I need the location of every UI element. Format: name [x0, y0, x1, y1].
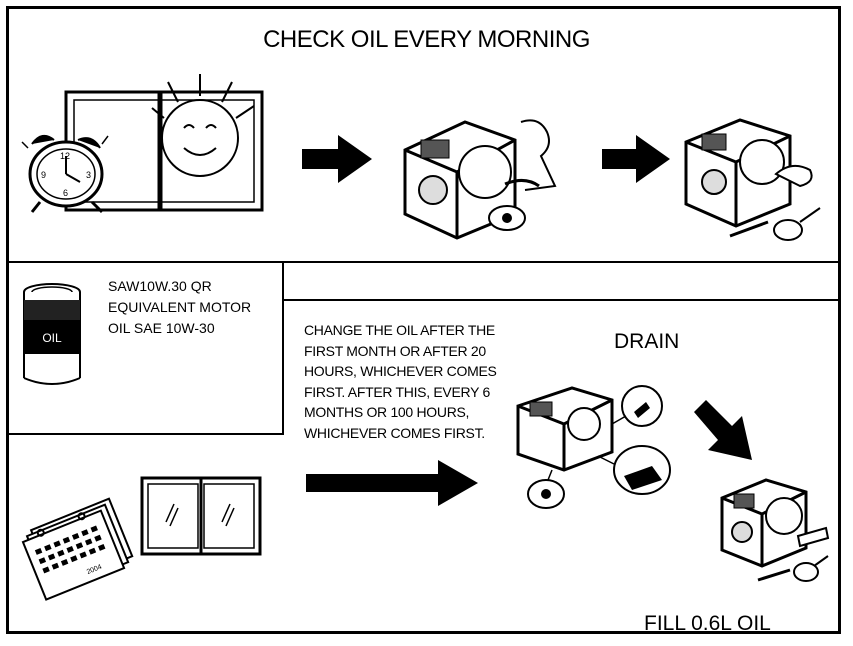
calendar-illustration: 2004	[21, 497, 134, 601]
oil-spec-line: OIL SAE 10W-30	[108, 320, 215, 336]
clock-number-9: 9	[41, 170, 46, 180]
arrow-down-right-icon	[694, 400, 752, 460]
arrow-right-icon	[302, 135, 372, 183]
window-illustration	[140, 476, 262, 556]
clock-number-6: 6	[63, 188, 68, 198]
divider-oil-box-right	[282, 261, 284, 435]
oil-spec-line: SAW10W.30 QR	[108, 278, 212, 294]
clock-number-3: 3	[86, 170, 91, 180]
instruction-line: FIRST MONTH OR AFTER 20	[304, 342, 486, 359]
window-with-sun-illustration	[64, 74, 264, 212]
instruction-line: FIRST. AFTER THIS, EVERY 6	[304, 383, 490, 400]
page-title: CHECK OIL EVERY MORNING	[263, 26, 590, 53]
generator-fill-illustration	[720, 478, 830, 582]
instruction-line: CHANGE THE OIL AFTER THE	[304, 322, 495, 338]
divider-middle-right	[282, 299, 841, 301]
instruction-line: WHICHEVER COMES FIRST.	[304, 424, 485, 441]
oil-can-label: OIL	[42, 331, 62, 345]
divider-oil-box-bottom	[6, 433, 284, 435]
long-arrow-right-icon	[306, 460, 478, 506]
instruction-line: HOURS, WHICHEVER COMES	[304, 363, 497, 379]
instruction-line: MONTHS OR 100 HOURS,	[304, 404, 470, 420]
arrow-right-icon-2	[602, 135, 670, 183]
oil-change-instructions: CHANGE THE OIL AFTER THE FIRST MONTH OR …	[304, 320, 497, 443]
oil-specification-text: SAW10W.30 QR EQUIVALENT MOTOR OIL SAE 10…	[108, 276, 251, 339]
drain-label: DRAIN	[614, 330, 680, 353]
page-frame	[6, 6, 841, 634]
oil-spec-line: EQUIVALENT MOTOR	[108, 299, 252, 315]
generator-check-oil-illustration	[403, 119, 557, 240]
divider-top	[6, 261, 841, 263]
clock-number-12: 12	[60, 151, 70, 161]
fill-oil-label: FILL 0.6L OIL	[644, 612, 771, 635]
alarm-clock-illustration: 12 9 3 6	[21, 134, 109, 214]
generator-drain-illustration	[516, 385, 671, 509]
oil-can-illustration: OIL	[23, 283, 81, 385]
generator-dipstick-illustration	[684, 118, 821, 241]
